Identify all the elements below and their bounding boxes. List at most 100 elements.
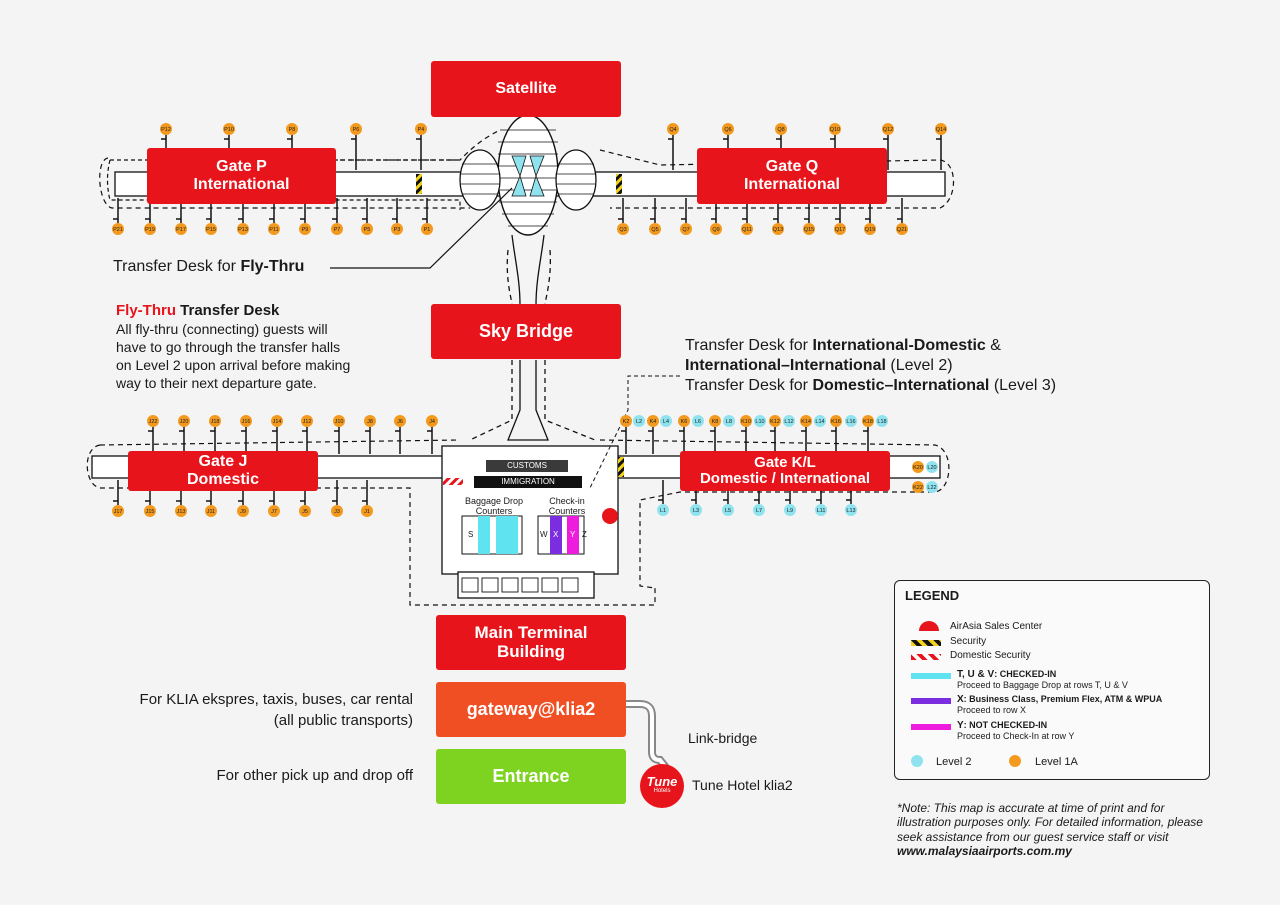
- gate-label: P1: [424, 227, 431, 233]
- gate-k22: K22: [912, 481, 924, 493]
- gate-label: L7: [756, 508, 762, 514]
- legend-level2: Level 2: [936, 756, 972, 768]
- domestic-security-marker: [443, 478, 463, 485]
- flythru-body-3: on Level 2 upon arrival before making: [116, 357, 351, 373]
- gate-label: P3: [394, 227, 401, 233]
- gate-p-title: Gate P: [216, 158, 267, 176]
- gate-label: Q14: [936, 127, 946, 133]
- gate-label: L14: [815, 419, 824, 425]
- gate-l1: L1: [657, 480, 669, 516]
- gate-label: Q3: [619, 227, 626, 233]
- gate-label: J20: [180, 419, 189, 425]
- gate-label: J11: [207, 509, 215, 515]
- legend-x: X: Business Class, Premium Flex, ATM & W…: [957, 694, 1162, 715]
- gate-label: J10: [335, 419, 344, 425]
- legend-x-rest: : Business Class, Premium Flex, ATM & WP…: [963, 694, 1163, 704]
- gate-kl-subtitle: Domestic / International: [699, 470, 871, 487]
- gate-p-box: Gate P International: [147, 148, 336, 204]
- legend-tuv-sub: Proceed to Baggage Drop at rows T, U & V: [957, 680, 1128, 690]
- gate-label: L6: [695, 419, 701, 425]
- gate-label: L13: [846, 508, 855, 514]
- gate-j8: J8: [364, 415, 376, 454]
- gate-k14: K14: [800, 415, 812, 454]
- checkin-label: Check-in Counters: [534, 496, 600, 516]
- public-transport-line1: For KLIA ekspres, taxis, buses, car rent…: [139, 691, 413, 708]
- main-terminal-subtitle: Building: [497, 641, 565, 661]
- gate-label: L10: [755, 419, 764, 425]
- main-terminal-title: Main Terminal: [474, 622, 588, 642]
- gate-label: L9: [787, 508, 793, 514]
- gate-l2: L2: [633, 415, 645, 427]
- td-line2-post: (Level 2): [885, 357, 953, 374]
- gate-label: Q4: [669, 127, 676, 133]
- gate-j17: J17: [112, 480, 124, 517]
- legend-title: LEGEND: [905, 588, 960, 603]
- gate-k12: K12: [769, 415, 781, 454]
- gate-label: P10: [224, 127, 234, 133]
- gate-k18: K18: [862, 415, 874, 454]
- td-line1-bold: International-Domestic: [812, 337, 986, 354]
- gate-q3: Q3: [617, 198, 629, 235]
- gate-j6: J6: [394, 415, 406, 454]
- public-transport-line2: (all public transports): [273, 712, 413, 729]
- main-terminal-box: Main Terminal Building: [436, 615, 626, 670]
- gate-label: J22: [149, 419, 158, 425]
- gate-label: L8: [726, 419, 732, 425]
- counter-z: Z: [582, 530, 587, 539]
- gate-label: L11: [817, 508, 826, 514]
- legend-security: Security: [950, 636, 987, 647]
- counter-w: W: [540, 530, 548, 539]
- gate-label: J17: [114, 509, 123, 515]
- gate-label: Q21: [897, 227, 907, 233]
- gate-kl-box: Gate K/L Domestic / International: [680, 451, 890, 491]
- gate-label: J6: [397, 419, 403, 425]
- gate-j7: J7: [268, 480, 280, 517]
- td-line1: Transfer Desk for International-Domestic…: [685, 336, 1056, 356]
- link-bridge-label: Link-bridge: [688, 730, 758, 746]
- gate-label: J4: [429, 419, 435, 425]
- gate-j3: J3: [331, 480, 343, 517]
- gate-label: Q15: [804, 227, 814, 233]
- gate-label: Q8: [777, 127, 784, 133]
- security-marker-k: [618, 457, 624, 477]
- gate-label: K2: [623, 419, 630, 425]
- flythru-body-2: have to go through the transfer halls: [116, 339, 341, 355]
- gate-label: Q13: [773, 227, 783, 233]
- td-leader: [589, 375, 680, 489]
- gate-label: Q9: [712, 227, 719, 233]
- gate-p6: P6: [350, 123, 362, 170]
- td-line3: Transfer Desk for Domestic–International…: [685, 376, 1056, 396]
- gate-l13: L13: [845, 480, 857, 516]
- gate-label: P4: [418, 127, 425, 133]
- gate-label: J3: [334, 509, 340, 515]
- gate-k8: K8: [709, 415, 721, 454]
- baggage-line2: Counters: [475, 506, 513, 516]
- gate-k20: K20: [912, 461, 924, 473]
- satellite-label: Satellite: [495, 80, 557, 98]
- gate-j14: J14: [271, 415, 283, 454]
- td-line3-pre: Transfer Desk for: [685, 377, 813, 394]
- gateway-label: gateway@klia2: [466, 699, 596, 719]
- sky-bridge-box: Sky Bridge: [431, 304, 621, 359]
- gate-k2: K2: [620, 415, 632, 454]
- legend-y-rest: : NOT CHECKED-IN: [963, 720, 1048, 730]
- gateway-box: gateway@klia2: [436, 682, 626, 737]
- tuv-swatch: [911, 673, 951, 679]
- gate-j18: J18: [209, 415, 221, 454]
- gate-q21: Q21: [896, 198, 908, 235]
- gate-j12: J12: [301, 415, 313, 454]
- immigration-label: IMMIGRATION: [501, 477, 555, 486]
- gate-l14: L14: [814, 415, 826, 427]
- gate-p-subtitle: International: [193, 176, 290, 193]
- gate-label: K14: [801, 419, 811, 425]
- gate-l20: L20: [926, 461, 938, 473]
- transfer-flythru-label: Transfer Desk for Fly-Thru: [113, 258, 304, 276]
- gate-p19: P19: [144, 198, 156, 235]
- flythru-title-rest: Transfer Desk: [176, 302, 280, 319]
- td-line2-bold: International–International: [685, 357, 886, 374]
- gate-label: L20: [927, 465, 936, 471]
- counter-s: S: [468, 530, 474, 539]
- disclaimer-note: *Note: This map is accurate at time of p…: [897, 801, 1217, 859]
- gate-label: L1: [660, 508, 666, 514]
- gate-label: K8: [712, 419, 719, 425]
